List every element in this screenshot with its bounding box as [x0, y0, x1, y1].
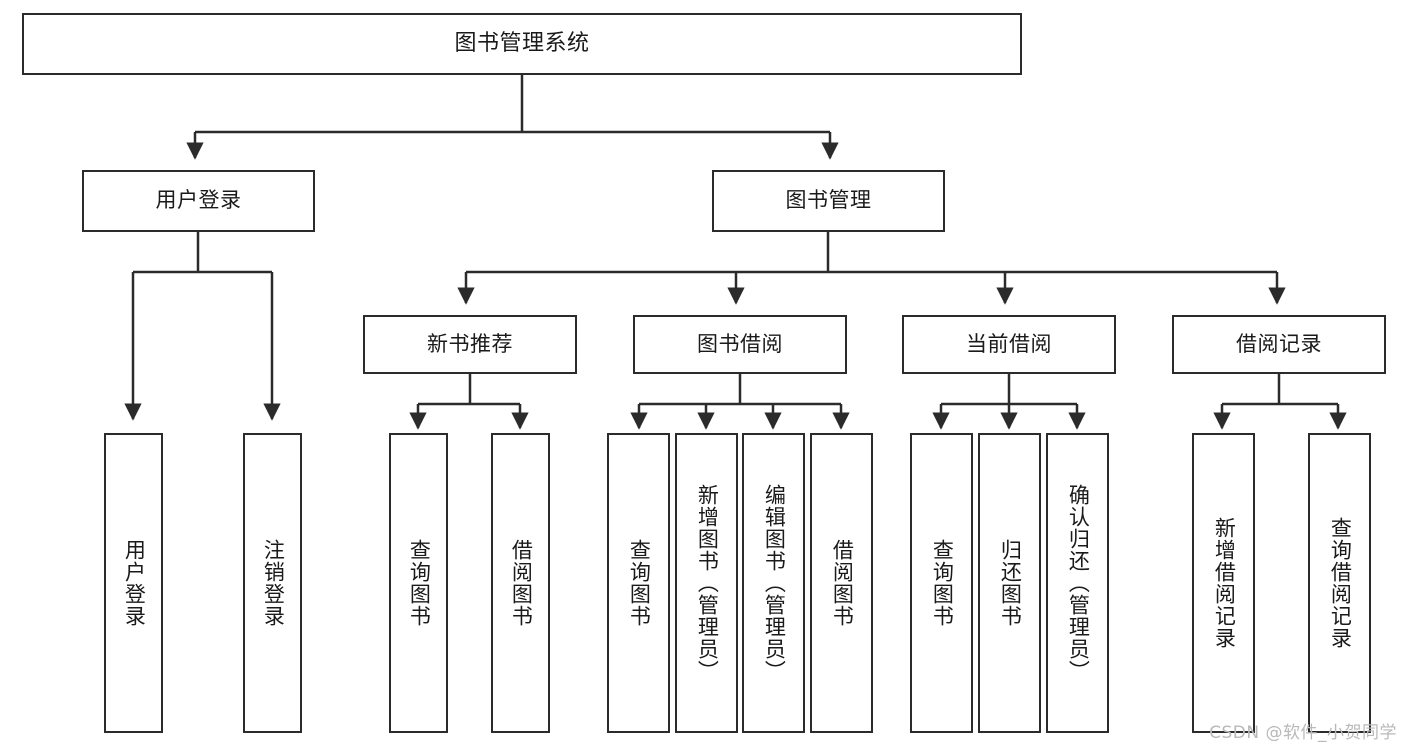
node-label: 借阅图书: [509, 539, 534, 627]
watermark-text: CSDN @软件_小贺同学: [1209, 723, 1397, 743]
leaf-borrow-add-book-admin[interactable]: 新增图书（管理员）: [675, 433, 738, 733]
leaf-borrow-borrow-book[interactable]: 借阅图书: [810, 433, 873, 733]
node-book-borrow[interactable]: 图书借阅: [633, 315, 847, 374]
leaf-record-query-record[interactable]: 查询借阅记录: [1308, 433, 1371, 733]
node-label: 注销登录: [261, 539, 286, 627]
node-label: 当前借阅: [966, 331, 1052, 356]
leaf-borrow-query-book[interactable]: 查询图书: [607, 433, 670, 733]
node-label: 查询借阅记录: [1328, 517, 1353, 649]
node-label: 图书管理系统: [454, 30, 590, 56]
leaf-borrow-edit-book-admin[interactable]: 编辑图书（管理员）: [742, 433, 805, 733]
node-label: 图书管理: [785, 188, 872, 213]
node-label: 新增图书（管理员）: [695, 484, 720, 682]
leaf-current-confirm-return-admin[interactable]: 确认归还（管理员）: [1046, 433, 1109, 733]
node-current-borrow[interactable]: 当前借阅: [902, 315, 1116, 374]
node-label: 编辑图书（管理员）: [762, 484, 787, 682]
node-label: 查询图书: [627, 539, 652, 627]
node-label: 新增借阅记录: [1212, 517, 1237, 649]
leaf-current-query-book[interactable]: 查询图书: [910, 433, 973, 733]
node-label: 新书推荐: [427, 331, 513, 356]
node-borrow-record[interactable]: 借阅记录: [1172, 315, 1386, 374]
node-user-login[interactable]: 用户登录: [82, 170, 315, 232]
node-label: 借阅记录: [1236, 331, 1322, 356]
leaf-new-book-borrow[interactable]: 借阅图书: [491, 433, 550, 733]
node-label: 确认归还（管理员）: [1066, 484, 1091, 682]
node-new-book-recommend[interactable]: 新书推荐: [363, 315, 577, 374]
node-book-management[interactable]: 图书管理: [712, 170, 945, 232]
node-label: 归还图书: [998, 539, 1023, 627]
node-label: 查询图书: [407, 539, 432, 627]
leaf-record-add-record[interactable]: 新增借阅记录: [1192, 433, 1255, 733]
node-label: 图书借阅: [697, 331, 783, 356]
leaf-new-book-query[interactable]: 查询图书: [389, 433, 448, 733]
leaf-current-return-book[interactable]: 归还图书: [978, 433, 1041, 733]
node-label: 查询图书: [930, 539, 955, 627]
node-label: 用户登录: [155, 188, 242, 213]
leaf-user-login-login[interactable]: 用户登录: [104, 433, 163, 733]
leaf-user-login-logout[interactable]: 注销登录: [243, 433, 302, 733]
node-label: 用户登录: [122, 539, 147, 627]
node-label: 借阅图书: [830, 539, 855, 627]
node-root-system[interactable]: 图书管理系统: [22, 13, 1022, 75]
